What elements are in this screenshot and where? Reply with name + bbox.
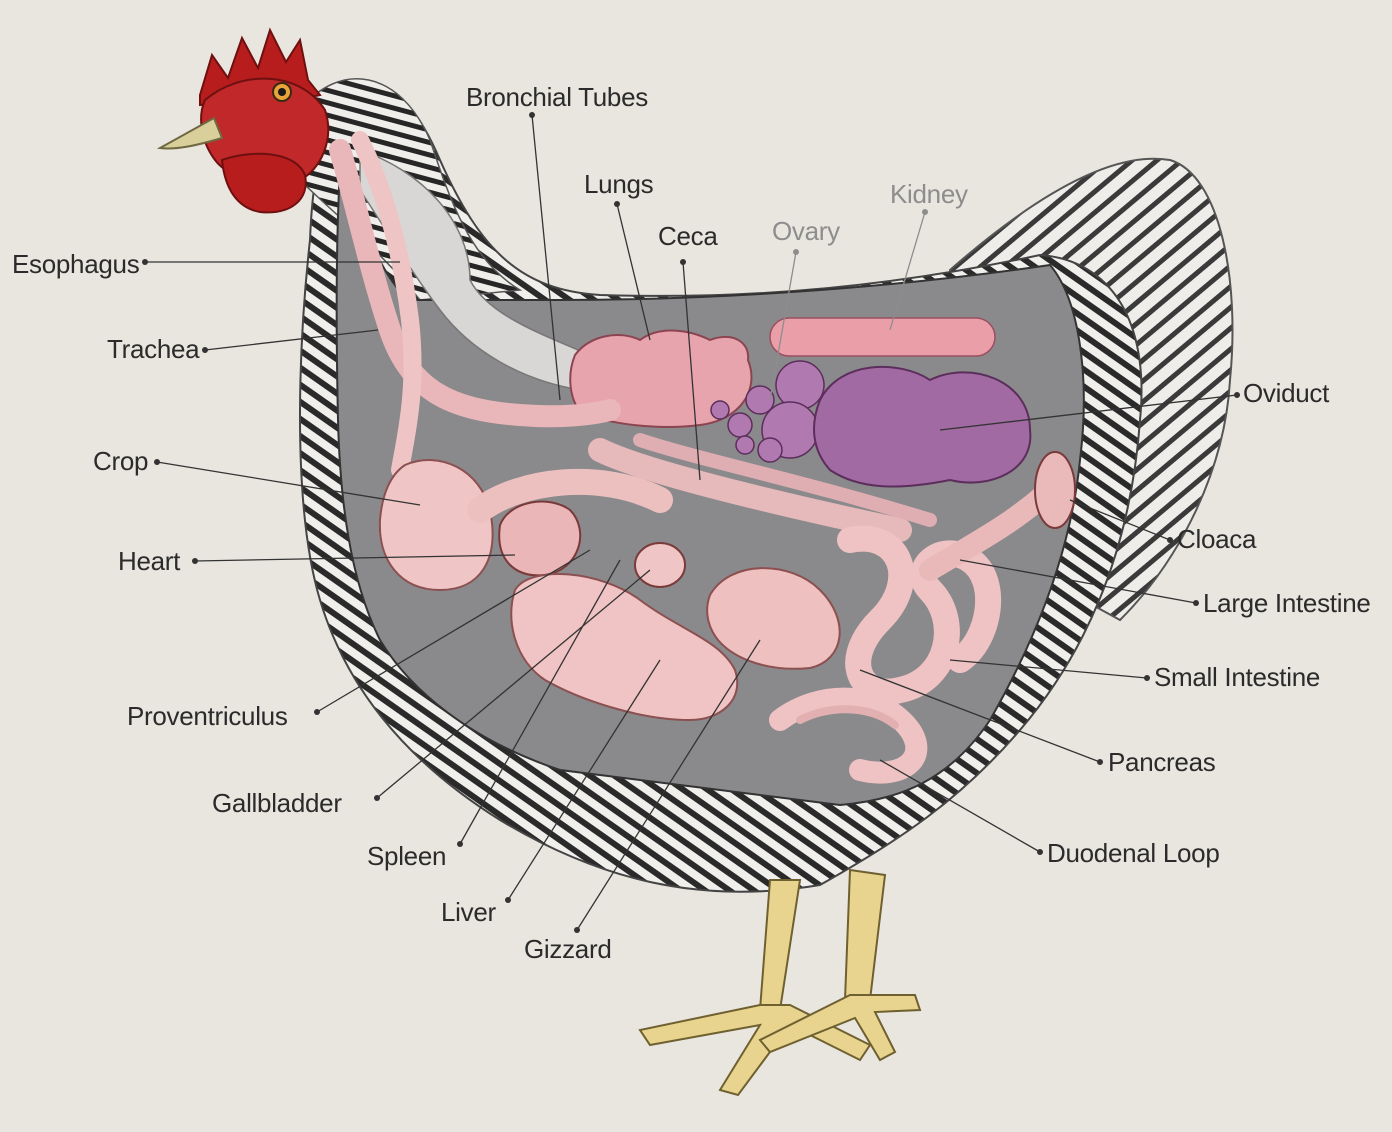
label-esophagus: Esophagus [12,249,140,279]
label-heart: Heart [118,546,181,576]
leader-dot-trachea [202,347,208,353]
label-small-intestine: Small Intestine [1154,662,1320,692]
label-gizzard: Gizzard [524,934,611,964]
label-gallbladder: Gallbladder [212,788,342,818]
leader-dot-kidney [922,209,928,215]
legs [640,870,920,1095]
label-liver: Liver [441,897,496,927]
leader-dot-large-intestine [1193,600,1199,606]
label-lungs: Lungs [584,169,654,199]
oviduct-shape [814,367,1030,487]
wattle [222,154,306,213]
leader-dot-small-intestine [1144,675,1150,681]
leader-dot-ovary [793,249,799,255]
leader-dot-gallbladder [374,795,380,801]
cloaca-shape [1035,452,1075,528]
label-pancreas: Pancreas [1108,747,1216,777]
leader-dot-oviduct [1234,392,1240,398]
gallbladder-shape [635,543,685,587]
pupil [278,88,286,96]
leader-dot-esophagus [142,259,148,265]
label-ceca: Ceca [658,221,718,251]
leader-dot-lungs [614,201,620,207]
leader-dot-crop [154,459,160,465]
label-bronchial-tubes: Bronchial Tubes [466,82,648,112]
label-kidney: Kidney [890,179,968,209]
label-trachea: Trachea [107,334,200,364]
kidney-shape [770,318,995,356]
label-ovary: Ovary [772,216,840,246]
label-large-intestine: Large Intestine [1203,588,1371,618]
label-spleen: Spleen [367,841,446,871]
label-cloaca: Cloaca [1177,524,1257,554]
leader-dot-proventriculus [314,709,320,715]
label-crop: Crop [93,446,148,476]
leader-dot-pancreas [1097,759,1103,765]
leader-dot-gizzard [574,927,580,933]
leader-dot-cloaca [1167,537,1173,543]
heart-shape [499,502,580,576]
leader-dot-heart [192,558,198,564]
leader-dot-duodenal-loop [1037,849,1043,855]
leader-dot-bronchial-tubes [529,112,535,118]
label-oviduct: Oviduct [1243,378,1330,408]
leader-dot-spleen [457,841,463,847]
label-duodenal-loop: Duodenal Loop [1047,838,1219,868]
leader-dot-liver [505,897,511,903]
label-proventriculus: Proventriculus [127,701,288,731]
leader-dot-ceca [680,259,686,265]
